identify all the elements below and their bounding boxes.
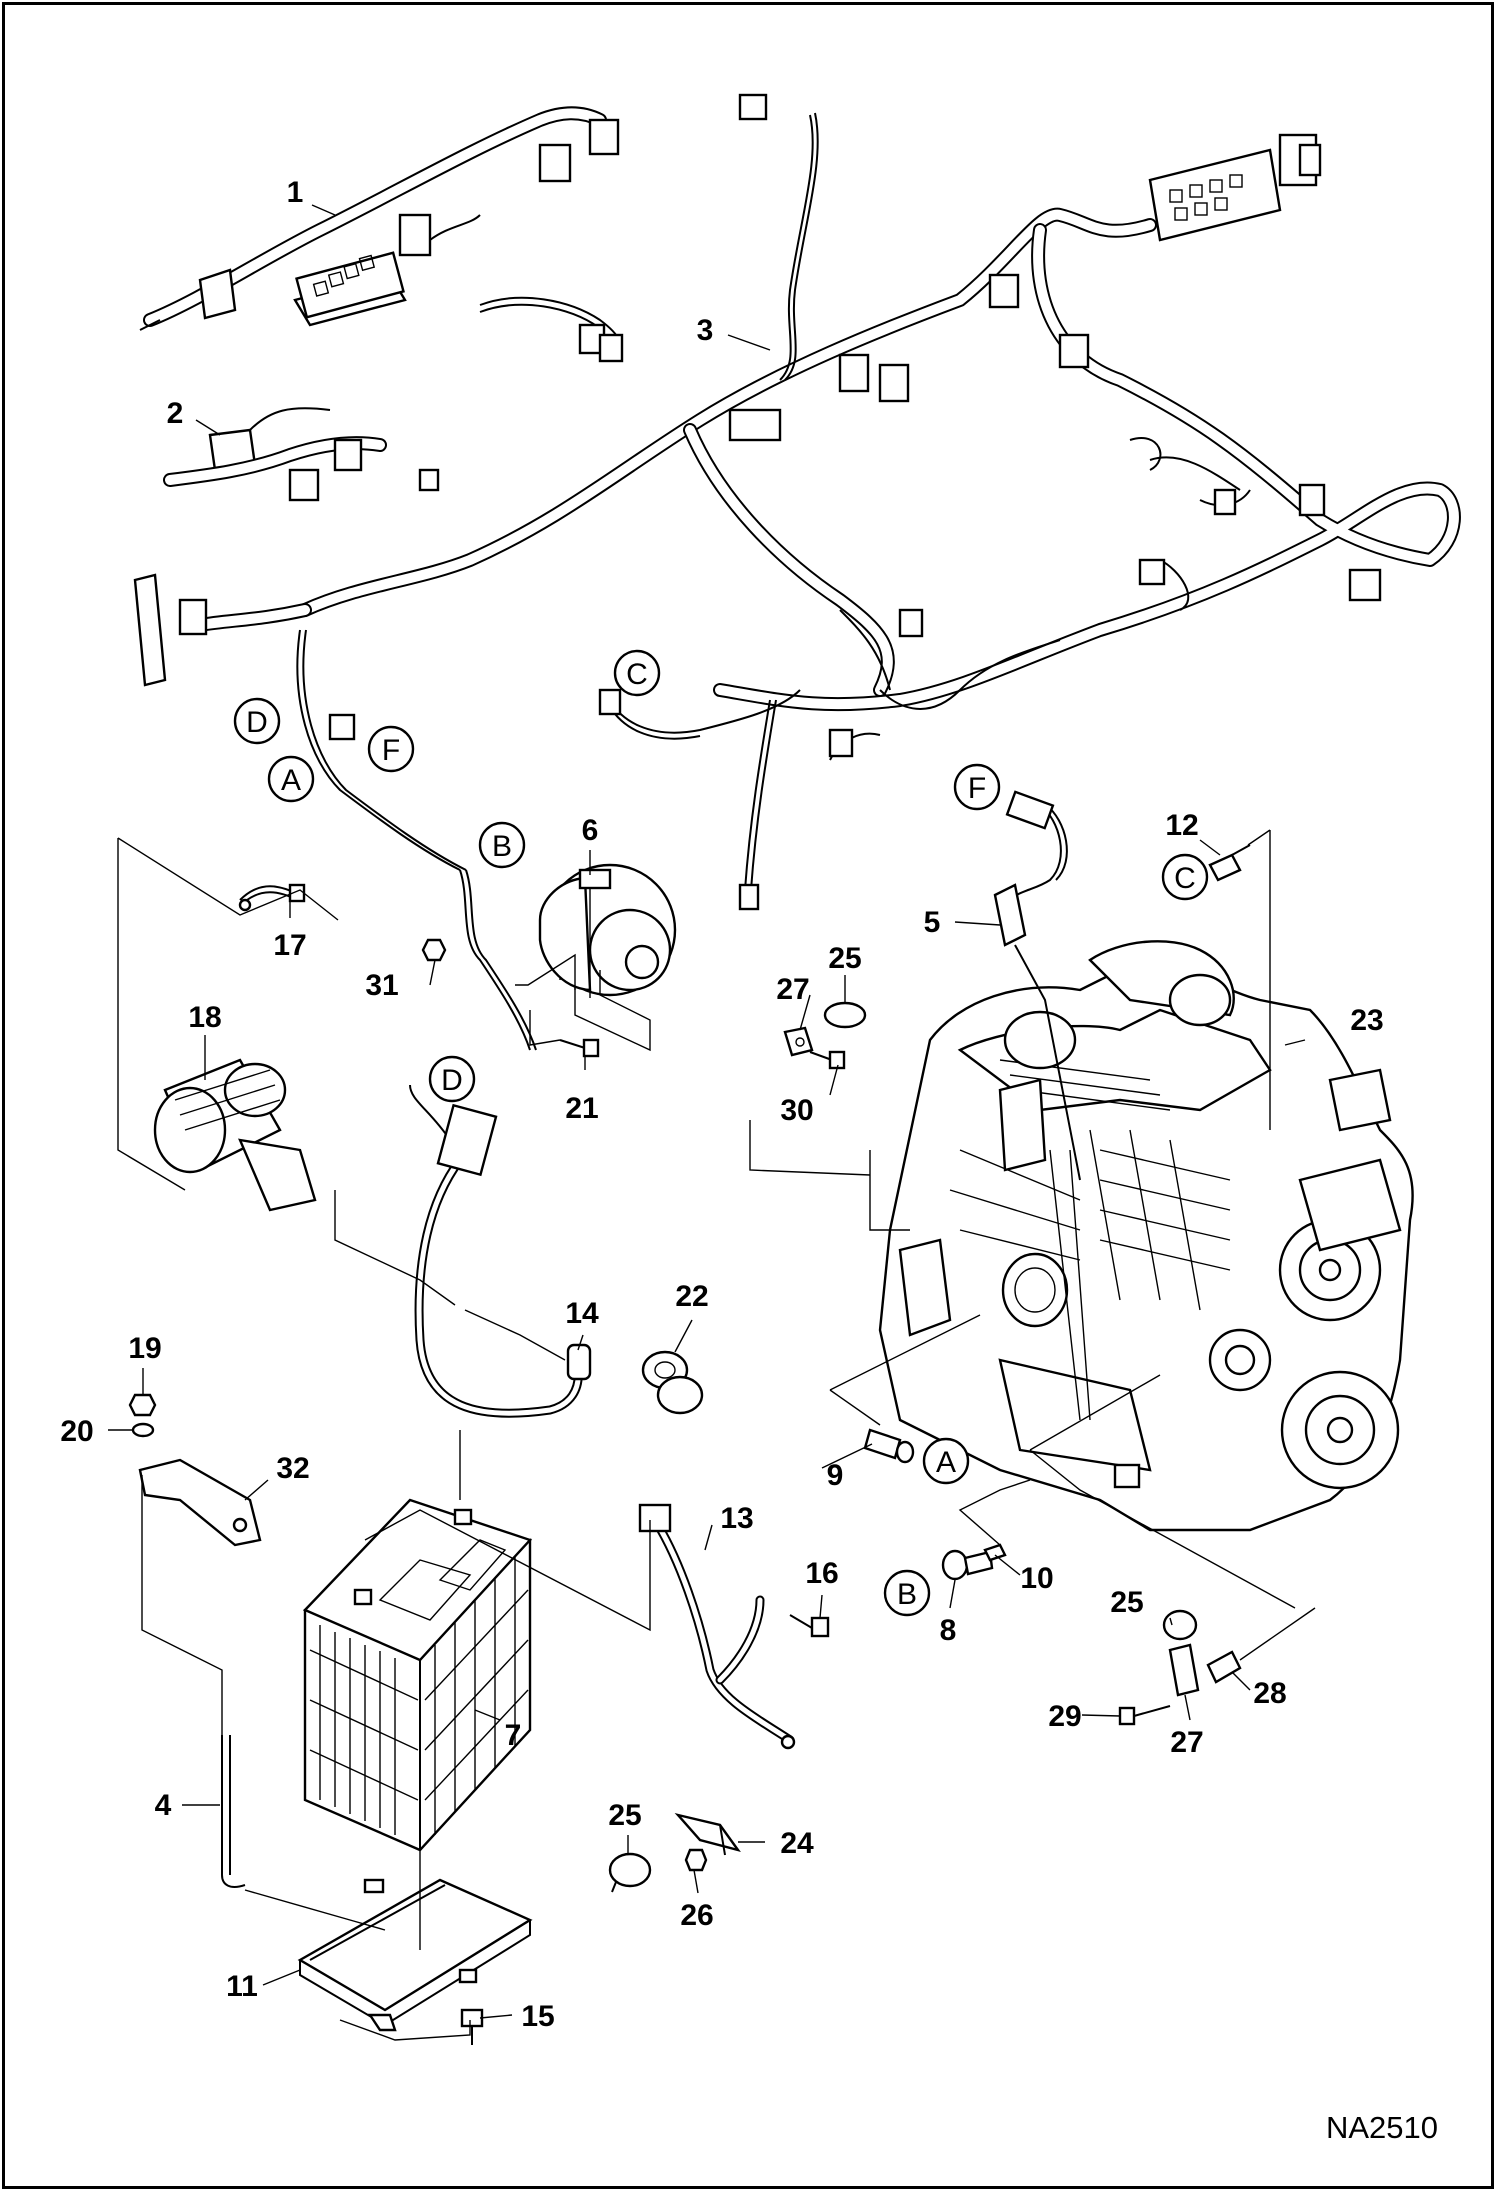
connection-c-lower: C xyxy=(1161,853,1209,901)
figure-id: NA2510 xyxy=(1326,2110,1438,2145)
callout-7: 7 xyxy=(505,1719,522,1752)
callout-10: 10 xyxy=(1020,1562,1053,1595)
callout-leaders xyxy=(108,204,1306,2019)
connection-a-lower: A xyxy=(922,1437,970,1485)
svg-text:D: D xyxy=(441,1064,463,1097)
callout-17: 17 xyxy=(273,929,306,962)
bolt-21 xyxy=(559,1038,600,1058)
connection-a-upper: A xyxy=(267,755,315,803)
clamp-25-right xyxy=(1162,1609,1198,1641)
svg-text:F: F xyxy=(968,772,986,805)
wire-17 xyxy=(238,883,306,912)
alternator-6 xyxy=(538,863,677,998)
callout-3: 3 xyxy=(697,314,714,347)
callout-26: 26 xyxy=(680,1899,713,1932)
callout-14: 14 xyxy=(565,1297,599,1330)
svg-text:C: C xyxy=(626,658,648,691)
callout-32: 32 xyxy=(276,1452,309,1485)
svg-text:D: D xyxy=(246,706,268,739)
connection-b-lower: B xyxy=(883,1569,931,1617)
callout-27-lower: 27 xyxy=(1170,1726,1203,1759)
nut-31 xyxy=(421,938,447,962)
callout-27-upper: 27 xyxy=(776,973,809,1006)
clamp-25-lower xyxy=(608,1852,652,1893)
connection-letters: C D F A B F C D xyxy=(233,649,1209,1617)
harness-thin-wires xyxy=(296,112,1251,1051)
callout-8: 8 xyxy=(940,1614,957,1647)
harness-connectors xyxy=(133,93,1382,911)
callout-25-upper: 25 xyxy=(828,942,861,975)
connection-d-lower: D xyxy=(428,1055,476,1103)
engine-23 xyxy=(878,940,1414,1532)
grouping-lines xyxy=(117,829,1316,2041)
bracket-27-upper xyxy=(783,1026,814,1057)
connection-f-upper: F xyxy=(367,725,415,773)
svg-text:B: B xyxy=(492,830,512,863)
bracket-24 xyxy=(674,1812,741,1856)
connection-b-upper: B xyxy=(478,821,526,869)
callout-12: 12 xyxy=(1165,809,1198,842)
fuse-panel-right xyxy=(1148,133,1322,242)
sensor-9 xyxy=(863,1428,915,1464)
callout-2: 2 xyxy=(167,397,184,430)
nut-19 xyxy=(128,1393,157,1417)
callout-5: 5 xyxy=(924,906,941,939)
bolt-30 xyxy=(809,1050,846,1070)
clamp-25-upper xyxy=(823,1001,867,1029)
callout-28: 28 xyxy=(1253,1677,1286,1710)
washer-20 xyxy=(131,1422,155,1438)
callout-31: 31 xyxy=(365,969,398,1002)
callout-1: 1 xyxy=(287,176,304,209)
bracket-32 xyxy=(138,1458,262,1547)
svg-text:B: B xyxy=(897,1578,917,1611)
callout-19: 19 xyxy=(128,1332,161,1365)
callout-23: 23 xyxy=(1350,1004,1383,1037)
connection-d-upper: D xyxy=(233,697,281,745)
sensor-8 xyxy=(941,1549,994,1581)
bolt-16 xyxy=(789,1614,830,1638)
sensor-12 xyxy=(1208,844,1251,882)
bolt-29 xyxy=(1118,1705,1171,1726)
callout-9: 9 xyxy=(827,1459,844,1492)
callout-16: 16 xyxy=(805,1557,838,1590)
bolt-15 xyxy=(460,2008,484,2045)
hold-down-rod-4 xyxy=(221,1735,246,1888)
fitting-10 xyxy=(983,1543,1007,1562)
callout-25-right: 25 xyxy=(1110,1586,1143,1619)
callout-11: 11 xyxy=(226,1970,258,2003)
battery-7 xyxy=(302,1498,533,1852)
connection-c-upper: C xyxy=(613,649,661,697)
svg-text:A: A xyxy=(281,764,301,797)
callout-18: 18 xyxy=(188,1001,221,1034)
svg-text:A: A xyxy=(936,1446,956,1479)
cable-13 xyxy=(638,1503,796,1750)
callout-20: 20 xyxy=(60,1415,93,1448)
spacer-28 xyxy=(1206,1650,1242,1684)
cable-14 xyxy=(409,1084,592,1418)
sensor-5 xyxy=(993,790,1081,1181)
callout-numbers: 1 2 3 6 12 5 25 27 23 30 17 31 18 21 14 … xyxy=(60,176,1383,2033)
bracket-27-lower xyxy=(1168,1643,1200,1697)
svg-text:F: F xyxy=(382,734,400,767)
wiring-harness-main xyxy=(193,207,1461,712)
clamp-22 xyxy=(641,1350,704,1415)
callout-15: 15 xyxy=(521,2000,554,2033)
harness-bracket-2 xyxy=(163,407,387,502)
callout-6: 6 xyxy=(582,814,599,847)
callout-29: 29 xyxy=(1048,1700,1081,1733)
callout-30: 30 xyxy=(780,1094,813,1127)
nut-26 xyxy=(684,1848,708,1872)
connection-f-lower: F xyxy=(953,763,1001,811)
callout-22: 22 xyxy=(675,1280,708,1313)
starter-motor-18 xyxy=(153,1058,317,1212)
fuse-panel-1 xyxy=(139,106,620,331)
svg-text:C: C xyxy=(1174,862,1196,895)
callout-4: 4 xyxy=(155,1789,172,1822)
callout-21: 21 xyxy=(565,1092,598,1125)
battery-tray-11 xyxy=(297,1878,533,2032)
callout-24: 24 xyxy=(780,1827,814,1860)
callout-13: 13 xyxy=(720,1502,753,1535)
callout-25-lower: 25 xyxy=(608,1799,641,1832)
